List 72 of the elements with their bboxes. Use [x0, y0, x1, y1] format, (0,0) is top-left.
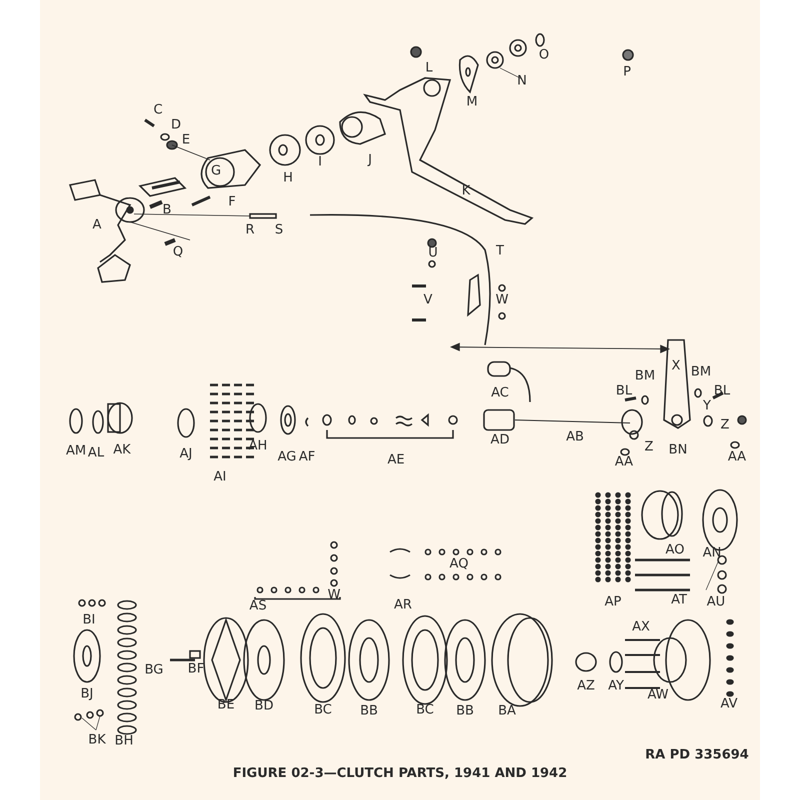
callout-letter: W: [496, 294, 508, 306]
callout-letter: F: [228, 196, 236, 208]
callout-letter: Q: [172, 246, 184, 258]
callout-letter: X: [672, 360, 680, 372]
callout-letter: AA: [614, 456, 634, 468]
callout-letter: AD: [490, 434, 510, 446]
callout-letter: BF: [188, 662, 204, 676]
callout-letter: AJ: [180, 448, 192, 460]
callout-letter: BI: [82, 614, 96, 626]
callout-letter: Z: [720, 418, 730, 432]
callout-letter: G: [210, 164, 222, 178]
callout-letter: AS: [249, 600, 267, 612]
callout-letter: BM: [690, 366, 712, 378]
callout-letter: AR: [394, 598, 412, 612]
callout-letter: BM: [634, 370, 656, 382]
callout-letter: R: [245, 224, 255, 236]
callout-letter: AY: [608, 680, 624, 692]
callout-letter: BB: [360, 704, 378, 718]
callout-letter: J: [368, 154, 372, 166]
callout-letter: BN: [668, 444, 688, 456]
callout-letter: AZ: [577, 680, 595, 692]
callout-letter: W: [328, 588, 340, 602]
callout-letter: AX: [632, 620, 650, 634]
callout-letter: BK: [88, 734, 106, 746]
callout-letter: AH: [248, 440, 268, 452]
callout-letter: D: [171, 118, 181, 132]
callout-letter: B: [162, 204, 172, 216]
callout-letter: AV: [720, 698, 738, 710]
callout-letter: BH: [114, 734, 134, 748]
callout-letter: A: [92, 218, 102, 232]
callout-letter: AE: [387, 454, 405, 466]
callout-letter: BG: [144, 664, 164, 676]
callout-letter: E: [182, 134, 190, 146]
callout-letter: AI: [214, 470, 226, 484]
callout-letter: S: [274, 224, 284, 236]
callout-letter: H: [283, 172, 293, 184]
callout-letter: V: [424, 294, 432, 306]
callout-letter: U: [428, 246, 438, 260]
callout-letter: AQ: [450, 558, 468, 570]
callout-letter: AU: [706, 596, 726, 608]
callout-letter: AF: [298, 450, 316, 464]
callout-letter: O: [538, 48, 550, 62]
callout-letter: Y: [703, 400, 711, 412]
callout-letter: BC: [314, 704, 332, 716]
callout-letter: BD: [254, 700, 274, 712]
callout-letter: P: [623, 66, 631, 78]
callout-letter: BB: [456, 704, 474, 718]
callout-letter: AO: [666, 544, 684, 556]
callout-letter: AM: [66, 444, 86, 458]
callout-letter: AB: [566, 430, 584, 444]
callout-letter: BJ: [80, 688, 94, 700]
callout-letter: BL: [616, 384, 632, 398]
callout-letter: C: [153, 104, 163, 116]
callout-letter: Z: [644, 440, 654, 454]
callout-letter: AT: [671, 594, 687, 606]
callout-letter: I: [318, 156, 322, 168]
figure-caption: FIGURE 02-3—CLUTCH PARTS, 1941 AND 1942: [232, 766, 568, 781]
callout-letter: T: [496, 244, 504, 258]
callout-letter: AC: [491, 386, 509, 400]
callout-letter: M: [466, 96, 478, 108]
reference-number: RA PD 335694: [645, 748, 749, 762]
callout-letter: BC: [416, 704, 434, 716]
callout-letter: BA: [498, 704, 516, 718]
callout-letter: N: [517, 74, 527, 88]
callout-letter: L: [425, 62, 433, 74]
callout-letter: AK: [113, 444, 131, 456]
callout-letter: K: [462, 184, 470, 198]
callout-letter: AL: [88, 446, 104, 460]
callout-letter: AP: [604, 596, 622, 608]
callout-letter: AA: [728, 450, 746, 464]
callout-letter: AW: [647, 688, 669, 702]
callout-letter: AG: [278, 450, 296, 464]
